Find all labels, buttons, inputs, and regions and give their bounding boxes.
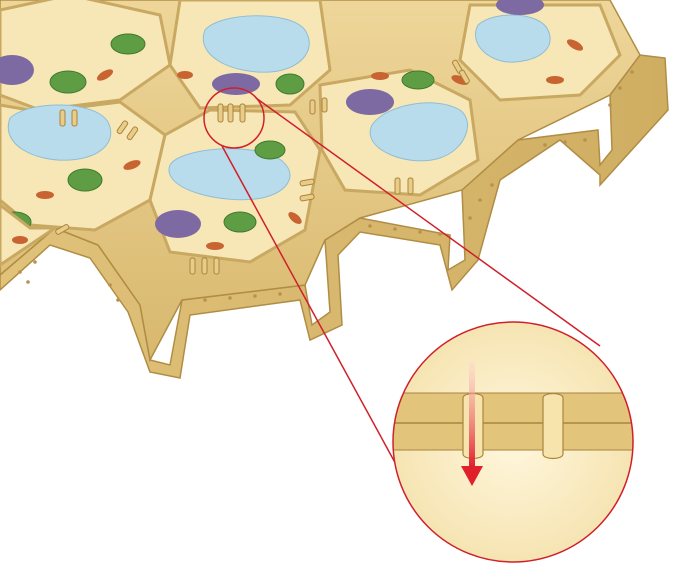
vacuole — [475, 14, 551, 63]
mitochondrion — [36, 191, 54, 199]
vacuole — [7, 104, 112, 161]
mitochondrion — [566, 39, 584, 51]
cell — [168, 0, 332, 110]
chloroplast — [67, 168, 103, 192]
chloroplast — [401, 70, 435, 90]
mitochondrion — [546, 76, 564, 84]
cell — [0, 203, 60, 267]
cell — [148, 108, 322, 264]
cell — [0, 0, 172, 112]
plant-cell-tissue-icon — [0, 0, 669, 379]
chloroplast — [223, 211, 257, 233]
mitochondrion — [177, 71, 193, 79]
plasmodesma-channel-icon — [462, 392, 564, 460]
mitochondrion — [206, 242, 224, 250]
zoom-callout-circle-icon — [392, 321, 634, 563]
chloroplast — [110, 33, 146, 55]
nucleus — [496, 0, 544, 15]
chloroplast — [275, 73, 305, 95]
chloroplast — [49, 70, 87, 94]
vacuole — [202, 15, 310, 73]
cell — [458, 0, 622, 102]
mitochondrion — [96, 69, 114, 81]
mitochondrion — [123, 160, 141, 170]
zoom-source-circle — [203, 87, 265, 149]
cell — [318, 68, 480, 197]
mitochondrion — [288, 212, 302, 224]
plasmodesma-channel-icon — [55, 59, 470, 275]
tissue-top-surface — [0, 0, 641, 363]
vacuole — [168, 148, 291, 201]
zoom-callout-icon — [203, 87, 601, 469]
mitochondrion — [12, 236, 28, 244]
nucleus — [346, 89, 394, 115]
vacuole — [369, 102, 468, 162]
flow-arrow-icon — [461, 362, 483, 486]
nucleus — [0, 55, 34, 85]
chloroplast — [254, 140, 286, 160]
mitochondrion — [371, 72, 389, 80]
nucleus — [155, 210, 201, 238]
